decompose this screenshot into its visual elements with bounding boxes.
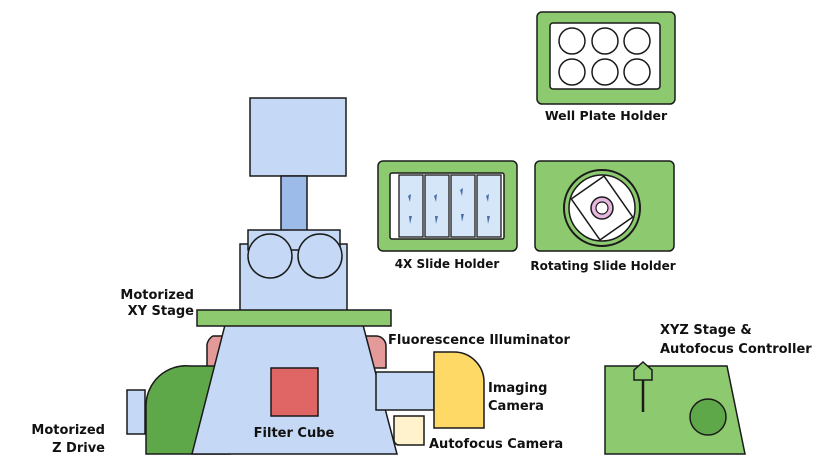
slide-holder-4x-label: 4X Slide Holder: [395, 257, 500, 271]
eyepiece-right: [297, 233, 343, 279]
camera-port: [375, 371, 435, 411]
rotating-slide-holder-label: Rotating Slide Holder: [530, 259, 675, 273]
imaging-camera-label-line1: Imaging: [488, 381, 547, 396]
xyz-controller: [604, 360, 746, 455]
top-camera: [249, 97, 347, 177]
filter-cube: [270, 367, 319, 417]
controller-knob: [689, 398, 727, 436]
autofocus-camera-label: Autofocus Camera: [429, 437, 563, 452]
z-drive-knob: [126, 389, 146, 435]
rotating-slide-holder: [534, 160, 675, 252]
imaging-camera: [433, 351, 485, 429]
xy-stage-label-line2: XY Stage: [128, 304, 195, 319]
joystick-icon: [633, 360, 653, 381]
controller-label-line1: XYZ Stage &: [660, 323, 752, 338]
well-plate-holder-label: Well Plate Holder: [545, 108, 668, 123]
eyepiece-left: [247, 233, 293, 279]
xy-stage: [196, 309, 392, 327]
fluorescence-illuminator-label: Fluorescence Illuminator: [388, 333, 570, 348]
well-plate-holder: [536, 11, 676, 105]
xy-stage-label-line1: Motorized: [120, 288, 194, 303]
imaging-camera-label-line2: Camera: [488, 399, 544, 414]
autofocus-camera: [393, 415, 425, 446]
slide-holder-4x: [377, 160, 518, 252]
controller-label-line2: Autofocus Controller: [660, 342, 812, 357]
z-drive-label-line2: Z Drive: [52, 441, 105, 456]
z-drive-label-line1: Motorized: [31, 423, 105, 438]
camera-tube: [280, 175, 308, 233]
filter-cube-label: Filter Cube: [254, 426, 335, 441]
